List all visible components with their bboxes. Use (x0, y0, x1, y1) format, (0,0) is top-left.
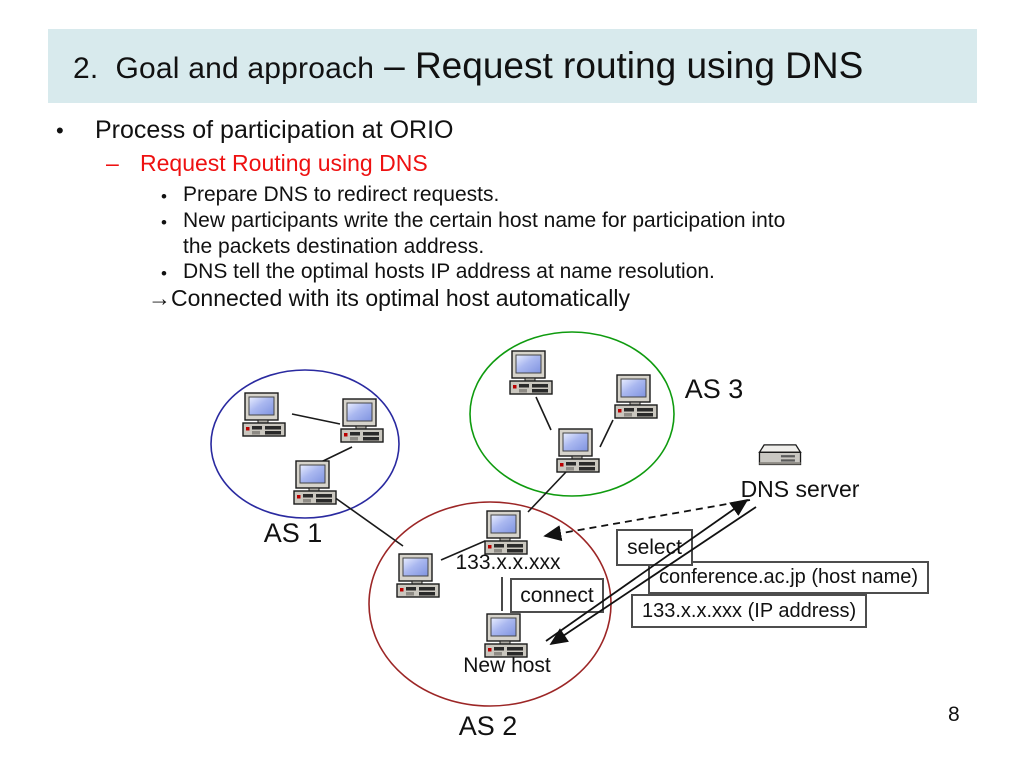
bullet-marker: • (161, 187, 167, 206)
bullet-level2-text: Request Routing using DNS (140, 150, 428, 176)
computer-icon (340, 398, 384, 444)
ip-address-box: 133.x.x.xxx (IP address) (631, 594, 868, 628)
computer-icon (509, 350, 553, 396)
bullet-level2-row: – Request Routing using DNS (106, 150, 428, 177)
select-box: select (616, 529, 693, 566)
computer-icon (614, 374, 658, 420)
title-bar: 2. Goal and approach – Request routing us… (48, 29, 977, 103)
result-note: →Connected with its optimal host automat… (148, 285, 630, 311)
computer-icon (396, 553, 440, 599)
bullet-level3-row: • Prepare DNS to redirect requests. (161, 182, 499, 210)
bullet-level1-text: Process of participation at ORIO (95, 116, 454, 144)
slide-title-prefix: 2. Goal and approach (73, 52, 375, 85)
computer-icon-new-host (484, 613, 528, 659)
bullet-marker: • (161, 264, 167, 283)
dns-server-icon (755, 443, 805, 471)
as3-label: AS 3 (684, 374, 744, 404)
computer-icon (293, 460, 337, 506)
bullet-level3-text: Prepare DNS to redirect requests. (183, 183, 500, 206)
as1-label: AS 1 (263, 518, 323, 548)
page-number: 8 (948, 703, 960, 726)
new-host-label: New host (463, 654, 551, 677)
bullet-level3-text: DNS tell the optimal hosts IP address at… (183, 260, 715, 283)
bullet-marker: • (56, 118, 64, 143)
bullet-level1-row: • Process of participation at ORIO (56, 116, 453, 145)
slide-title-emphasis: – Request routing using DNS (384, 45, 864, 86)
computer-icon-selected-host (484, 510, 528, 556)
bullet-level3-row: • New participants write the certain hos… (161, 208, 798, 260)
bullet-level3-row: • DNS tell the optimal hosts IP address … (161, 259, 715, 287)
dns-server-label: DNS server (740, 476, 860, 502)
connect-box: connect (510, 578, 604, 613)
as2-label: AS 2 (458, 711, 518, 741)
dash-marker: – (106, 150, 119, 176)
computer-icon (556, 428, 600, 474)
bullet-marker: • (161, 213, 167, 232)
selected-host-ip-label: 133.x.x.xxx (455, 551, 561, 574)
bullet-level3-text: New participants write the certain host … (183, 209, 786, 258)
computer-icon (242, 392, 286, 438)
